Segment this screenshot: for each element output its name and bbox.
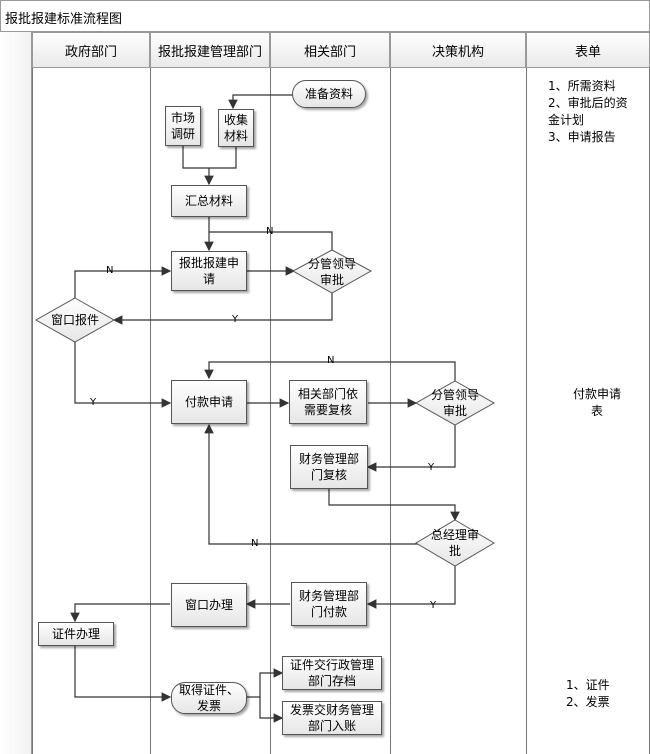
lane-decision (390, 68, 526, 754)
edge-label-y-1: Y (232, 314, 239, 325)
node-get-cert[interactable]: 取得证件、 发票 (171, 682, 247, 714)
edge-label-y-3: Y (428, 462, 435, 473)
node-window-handle[interactable]: 窗口办理 (171, 583, 247, 627)
node-market[interactable]: 市场 调研 (165, 106, 201, 146)
form-note-1: 1、所需资料 2、审批后的资 金计划 3、申请报告 (548, 79, 628, 144)
node-finance-review[interactable]: 财务管理部 门复核 (290, 445, 368, 489)
edge-label-n-2: N (106, 265, 114, 276)
edge-label-y-2: Y (90, 397, 97, 408)
node-prepare[interactable]: 准备资料 (292, 80, 366, 108)
edge-label-y-4: Y (430, 600, 437, 611)
title-bar: 报批报建标准流程图 (0, 0, 650, 32)
approve2-diamond (414, 380, 496, 426)
node-cert-archive[interactable]: 证件交行政管理 部门存档 (282, 656, 382, 690)
node-approve1-label[interactable]: 分管领导 审批 (307, 257, 356, 287)
page-title: 报批报建标准流程图 (5, 12, 123, 27)
node-finance-pay[interactable]: 财务管理部 门付款 (291, 582, 367, 626)
form-note-2: 付款申请 表 (572, 387, 621, 418)
edge-label-n-3: N (327, 355, 335, 366)
node-window-label[interactable]: 窗口报件 (50, 313, 99, 327)
form-note-3: 1、证件 2、发票 (566, 678, 610, 709)
gm-diamond (415, 519, 495, 567)
node-cert[interactable]: 证件办理 (38, 622, 114, 646)
lane-header-decision: 决策机构 (390, 32, 526, 68)
lane-header-government: 政府部门 (32, 32, 150, 68)
lane-header-forms: 表单 (526, 32, 650, 68)
node-payment[interactable]: 付款申请 (171, 380, 247, 424)
edge-label-n-1: N (266, 226, 274, 237)
node-collect[interactable]: 收集 材料 (218, 109, 254, 147)
node-invoice[interactable]: 发票交财务管理 部门入账 (282, 701, 382, 735)
lane-header-approval-dept: 报批报建管理部门 (150, 32, 270, 68)
lane-related-dept (270, 68, 390, 754)
node-approve2-label[interactable]: 分管领导 审批 (430, 388, 479, 418)
approve1-diamond (291, 249, 373, 294)
window-diamond (34, 297, 116, 343)
lane-header-related-dept: 相关部门 (270, 32, 390, 68)
lane-government (32, 68, 150, 754)
lane-left-strip (0, 32, 32, 754)
edge-label-n-4: N (251, 538, 259, 549)
lane-approval-dept (150, 68, 270, 754)
node-gm-approve-label[interactable]: 总经理审 批 (430, 528, 479, 558)
node-summary[interactable]: 汇总材料 (171, 185, 247, 217)
node-apply[interactable]: 报批报建申 请 (171, 251, 247, 291)
node-dept-review[interactable]: 相关部门依 需要复核 (289, 380, 367, 424)
